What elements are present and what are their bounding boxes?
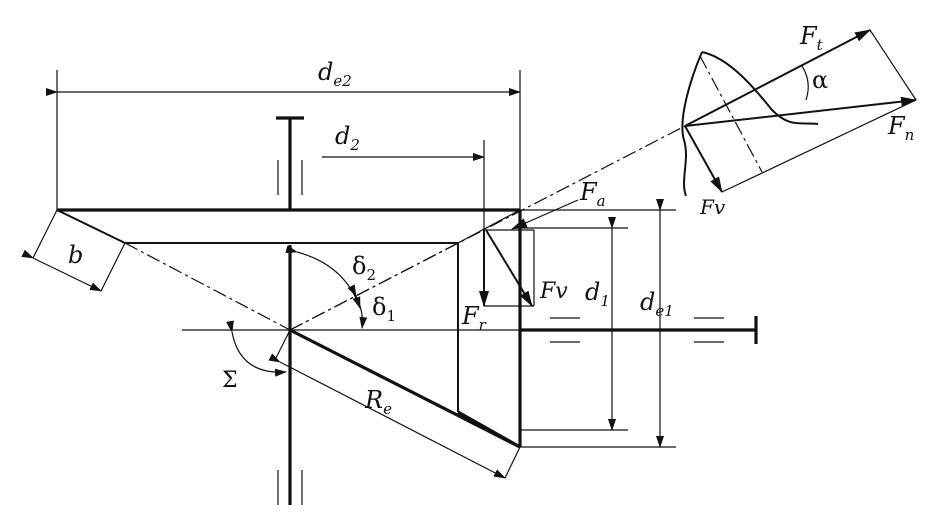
dimension-de1: [520, 199, 676, 448]
label-delta2: δ2: [352, 252, 376, 284]
dimension-d2: [322, 140, 485, 243]
force-Fv-top: [684, 99, 917, 193]
pitch-cone-line-2: [289, 242, 459, 331]
tooth-profile: [681, 51, 819, 197]
dimension-b: [21, 209, 126, 292]
angle-delta1-arc: [347, 284, 368, 329]
label-Fv: Fv: [539, 279, 568, 304]
angle-sigma-arc: [226, 320, 287, 377]
large-gear-outline: [56, 208, 520, 331]
label-alpha: α: [812, 66, 828, 94]
label-Fr: Fr: [461, 302, 487, 334]
label-Fa: Fa: [579, 178, 606, 210]
horizontal-shaft: [182, 316, 758, 344]
label-Ft: Ft: [799, 22, 824, 54]
label-sigma: Σ: [222, 368, 238, 393]
label-Fv-top: Fv: [699, 195, 726, 219]
label-d2: d2: [335, 122, 360, 154]
label-delta1: δ1: [372, 293, 396, 325]
force-Fn: [684, 29, 917, 127]
angle-alpha-arc: [801, 65, 809, 101]
label-de1: de1: [640, 288, 674, 320]
dimension-d1: [520, 217, 628, 431]
label-Fn: Fn: [887, 112, 914, 144]
label-b: b: [68, 241, 83, 269]
label-de2: de2: [318, 58, 352, 90]
force-Fv-resultant: [484, 229, 535, 307]
pitch-cone-line: [289, 125, 686, 331]
dimension-de2: [46, 70, 521, 210]
force-Ft: [684, 29, 871, 127]
angle-delta2-arc: [285, 245, 361, 309]
label-d1: d1: [585, 278, 610, 310]
label-Re: Re: [364, 386, 392, 418]
dimension-Re: [268, 329, 521, 479]
force-Fa: [511, 199, 579, 230]
vertical-shaft: [276, 116, 304, 505]
